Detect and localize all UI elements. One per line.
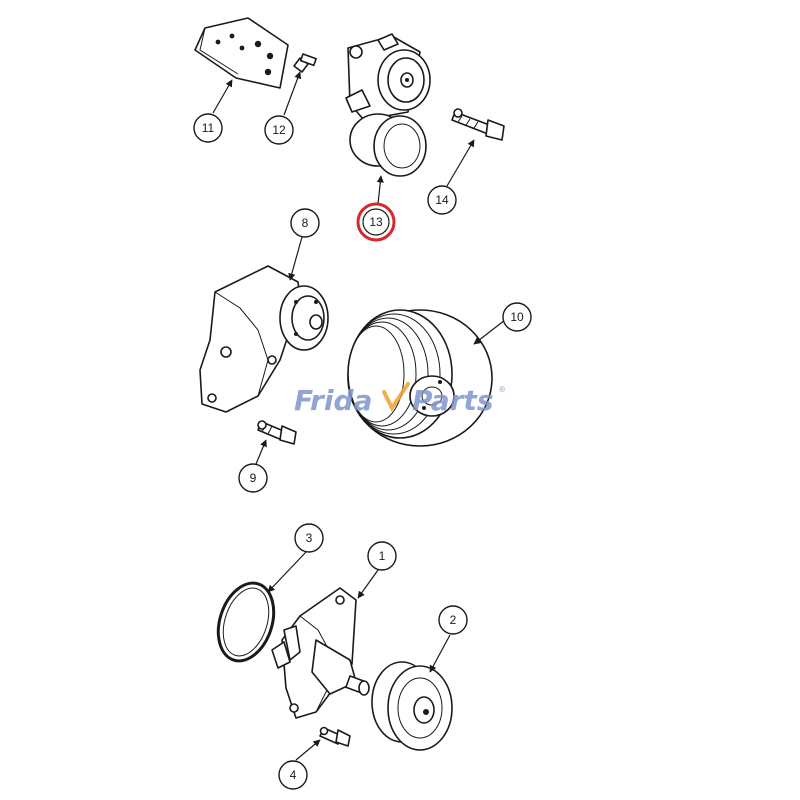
part-3-o-ring [216, 581, 276, 663]
part-11-bracket [194, 17, 289, 89]
part-1-water-pump [271, 587, 370, 719]
callout-4: 4 [278, 760, 308, 790]
watermark-check-icon [382, 382, 410, 412]
part-9-bolt [257, 420, 297, 445]
callouts: 11 12 13 14 8 10 9 3 [193, 113, 532, 790]
callout-label-12: 12 [272, 123, 286, 137]
callout-label-9: 9 [250, 471, 257, 485]
callout-label-4: 4 [290, 768, 297, 782]
part-12-bolt [293, 53, 317, 73]
leader-lines [212, 71, 506, 761]
part-4-bolt [319, 726, 351, 747]
callout-label-2: 2 [450, 613, 457, 627]
callout-13: 13 [356, 202, 396, 242]
watermark-text-left: Frida [294, 384, 372, 417]
callout-3: 3 [294, 523, 324, 553]
part-13-tensioner [345, 33, 431, 177]
callout-8: 8 [290, 208, 320, 238]
callout-1: 1 [367, 541, 397, 571]
callout-label-14: 14 [435, 193, 449, 207]
callout-9: 9 [238, 463, 268, 493]
watermark-logo: Frida Parts ® [294, 382, 506, 417]
callout-label-3: 3 [306, 531, 313, 545]
part-14-bolt [451, 108, 505, 141]
callout-2: 2 [438, 605, 468, 635]
callout-label-13: 13 [369, 215, 383, 229]
callout-label-8: 8 [302, 216, 309, 230]
part-10-pulley [347, 309, 493, 447]
callout-label-11: 11 [202, 121, 215, 135]
callout-10: 10 [502, 302, 532, 332]
callout-11: 11 [193, 113, 223, 143]
part-8-bracket-hub [199, 265, 329, 413]
watermark-registered-mark: ® [498, 385, 506, 394]
watermark-text-right: Parts [412, 384, 493, 417]
part-2-pulley [371, 661, 453, 751]
callout-12: 12 [264, 115, 294, 145]
callout-14: 14 [427, 185, 457, 215]
callout-label-10: 10 [510, 310, 524, 324]
callout-label-1: 1 [379, 549, 386, 563]
